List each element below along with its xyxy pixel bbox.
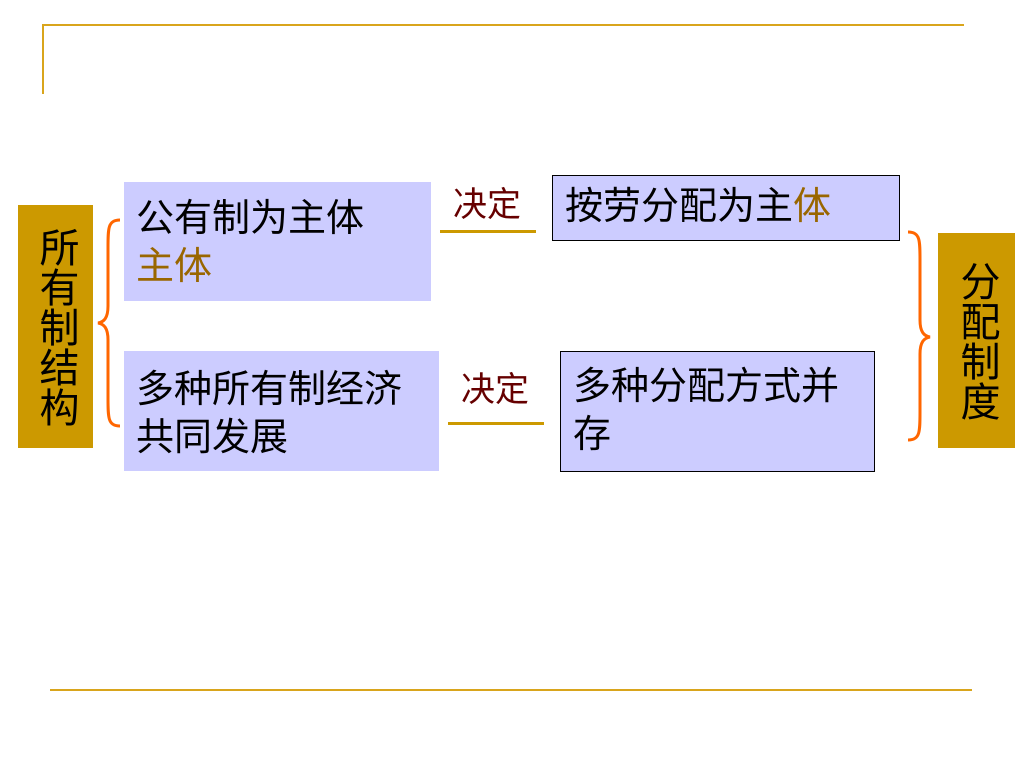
public-ownership-text: 公有制为主体 (136, 196, 365, 240)
labor-distribution-text: 按劳分配为主 (565, 184, 794, 228)
connector-bottom (448, 422, 544, 425)
ownership-structure-text: 所有制结构 (32, 226, 79, 427)
decide-label-bottom: 决定 (461, 370, 529, 410)
multiple-ownership-text: 多种所有制经济共同发展 (136, 367, 403, 459)
multiple-ownership-box: 多种所有制经济共同发展 (124, 351, 439, 471)
labor-distribution-accent-text: 体 (793, 184, 832, 228)
right-brace (907, 230, 931, 442)
connector-top (440, 230, 536, 233)
ownership-structure-label: 所有制结构 (18, 205, 93, 448)
top-frame-line (42, 24, 964, 26)
multiple-distribution-box: 多种分配方式并存 (560, 351, 875, 472)
left-brace (97, 218, 121, 428)
multiple-distribution-text: 多种分配方式并存 (573, 364, 840, 456)
labor-distribution-box: 按劳分配为主体 (552, 175, 900, 241)
bottom-frame-line (50, 689, 972, 691)
distribution-system-label: 分配制度 (938, 233, 1015, 448)
public-ownership-box: 公有制为主体 主体 (124, 182, 431, 301)
decide-label-top: 决定 (453, 185, 521, 225)
distribution-system-text: 分配制度 (953, 260, 1000, 421)
left-frame-line (42, 24, 44, 94)
public-ownership-accent-text: 主体 (136, 244, 213, 288)
